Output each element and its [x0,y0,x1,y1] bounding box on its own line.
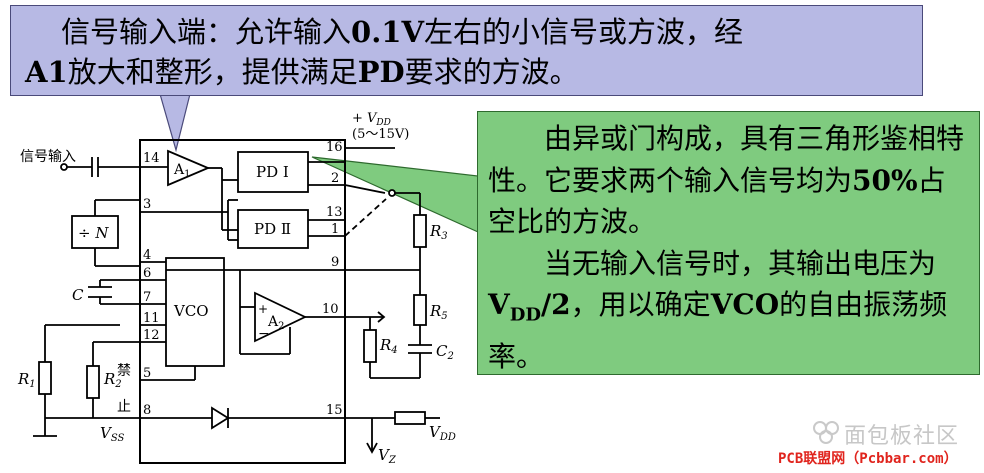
vco-label: VCO [173,302,209,320]
pin-14: 14 [143,151,160,166]
input-signal-label: 信号输入 [20,149,76,165]
pin-2: 2 [331,171,339,186]
pin-10: 10 [322,302,339,317]
pin-9: 9 [331,255,339,270]
pin-6: 6 [143,266,151,281]
ic-outline [139,139,346,464]
pin-12: 12 [143,328,160,343]
input-callout-pointer [159,93,191,153]
pin-1: 1 [331,222,339,237]
divider-label: ÷ N [78,224,109,242]
supply-range: (5～15V) [352,127,409,142]
pin-5: 5 [143,366,151,381]
input-callout: 信号输入端：允许输入0.1V左右的小信号或方波，经 A1放大和整形，提供满足PD… [10,5,923,96]
amp2-minus: − [258,326,270,342]
pd-callout-para2: 当无输入信号时，其输出电压为VDD/2，用以确定VCO的自由振荡频率。 [488,246,948,374]
pd-callout: 由异或门构成，具有三角形鉴相特性。它要求两个输入信号均为50%占空比的方波。 当… [477,111,980,375]
inhibit-label-1: 禁 [117,363,131,379]
pd1-label: PD I [256,163,289,181]
c2-label: C2 [436,342,454,362]
pin-3: 3 [143,197,151,212]
pin-13: 13 [326,205,343,220]
vss-label: VSS [100,424,125,444]
pin-8: 8 [143,403,151,418]
r3-label: R3 [429,222,448,242]
pd-callout-para1: 由异或门构成，具有三角形鉴相特性。它要求两个输入信号均为50%占空比的方波。 [488,122,965,238]
vz-label: VZ [378,446,397,466]
r1-label: R1 [17,370,36,390]
pin-7: 7 [143,290,151,305]
pd2-label: PD Ⅱ [254,220,291,238]
amp2-label: A2 [267,314,285,332]
supply-label: + VDD [352,111,391,128]
input-callout-line1: 信号输入端：允许输入0.1V左右的小信号或方波，经 [61,15,743,49]
r2-label: R2 [103,370,122,390]
watermark-text: 面包板社区 [844,424,960,449]
pin-11: 11 [143,311,160,326]
r4-label: R4 [379,336,398,356]
pin-15: 15 [326,403,343,418]
watermark-logo-icon [813,421,839,444]
pin-4: 4 [143,248,151,263]
r5-label: R5 [429,302,448,322]
amp2-plus: + [258,302,268,316]
pin-16: 16 [326,140,343,155]
input-callout-line2: A1放大和整形，提供满足PD要求的方波。 [25,55,579,89]
vdd-out-label: VDD [429,423,456,443]
cap-c-label: C [72,286,84,304]
inhibit-label-2: 止 [117,399,131,415]
site-label: PCB联盟网（Pcbbar.com） [778,451,958,467]
amp1-label: A1 [173,162,191,180]
